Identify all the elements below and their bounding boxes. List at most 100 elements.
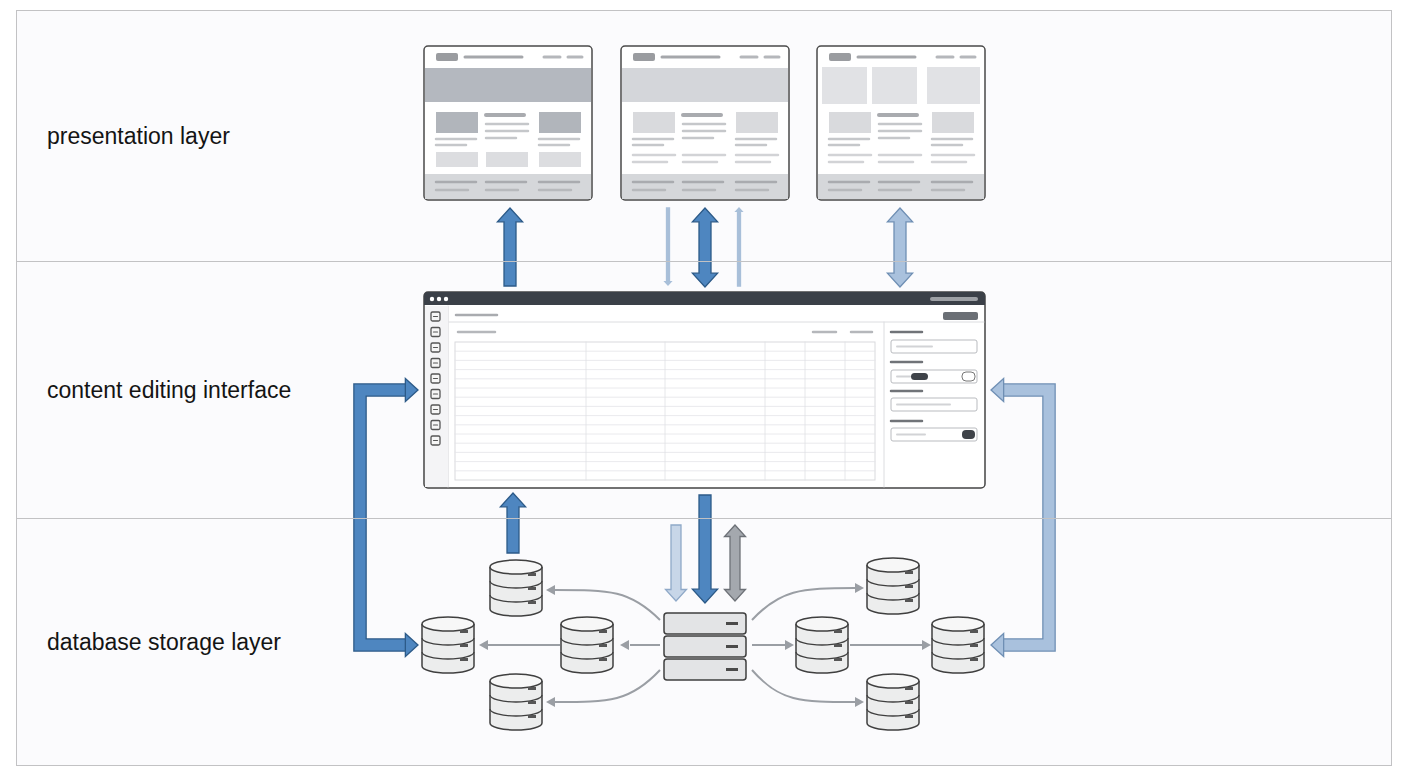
stroke [891, 390, 922, 393]
stroke [683, 154, 725, 157]
cylinder-top [490, 560, 542, 574]
arrow-head [405, 378, 418, 401]
block [424, 46, 592, 200]
replication-line [752, 670, 855, 702]
flow-arrow [500, 493, 525, 553]
stroke [683, 113, 721, 117]
stroke [879, 189, 911, 192]
block [455, 342, 875, 480]
stroke [683, 123, 725, 126]
stroke [436, 189, 468, 192]
cylinder-band [561, 638, 613, 645]
stroke [586, 342, 587, 480]
block [528, 701, 536, 704]
stroke [805, 342, 806, 480]
stroke [879, 137, 909, 140]
stroke [633, 144, 663, 147]
stroke [879, 123, 921, 126]
flow-arrow [725, 525, 746, 601]
stroke [851, 331, 872, 334]
stroke [434, 362, 438, 363]
stroke [879, 154, 921, 157]
flow-arrow [665, 208, 671, 285]
stroke [932, 144, 962, 147]
block [834, 630, 842, 633]
stroke [633, 181, 673, 184]
replication-line [555, 590, 660, 620]
stroke [829, 189, 861, 192]
stroke [434, 440, 438, 441]
editor-window [424, 292, 985, 488]
stroke [884, 322, 885, 487]
stroke [891, 361, 922, 364]
replication-line [630, 644, 660, 646]
cylinder-top [932, 617, 984, 631]
block [528, 687, 536, 690]
stroke [897, 434, 925, 436]
block [962, 372, 975, 381]
layer-label: presentation layer [47, 123, 230, 150]
stroke [434, 331, 438, 332]
stroke [765, 56, 779, 59]
stroke [434, 378, 438, 379]
block [970, 658, 978, 661]
stroke [665, 342, 666, 480]
window-dot [430, 297, 434, 301]
window-dot [444, 297, 448, 301]
block [736, 112, 778, 133]
cylinder-band [867, 593, 919, 600]
stroke [456, 314, 497, 317]
layer-band: database storage layer [16, 518, 1392, 766]
block [905, 701, 913, 704]
stroke [879, 130, 921, 133]
cylinder-band [561, 652, 613, 659]
block [829, 53, 851, 61]
database-cylinder [867, 674, 919, 730]
block [818, 174, 984, 199]
stroke [736, 161, 770, 164]
block [633, 53, 655, 61]
stroke [436, 138, 476, 141]
stroke [858, 56, 915, 59]
cylinder-band [867, 695, 919, 702]
stroke [813, 331, 836, 334]
stroke [568, 56, 582, 59]
stroke [436, 181, 476, 184]
webpage-mockup [817, 46, 985, 200]
block [528, 587, 536, 590]
block [528, 573, 536, 576]
stroke [932, 189, 964, 192]
stroke [465, 56, 522, 59]
flow-arrow [692, 208, 717, 287]
stroke [879, 161, 913, 164]
stroke [932, 161, 966, 164]
block [891, 340, 977, 353]
database-cylinder [490, 674, 542, 730]
replication-head [855, 697, 864, 707]
block [834, 658, 842, 661]
cylinder-top [867, 558, 919, 572]
layer-band: content editing interface [16, 261, 1392, 519]
cylinder-band [867, 709, 919, 716]
block [599, 658, 607, 661]
webpage-mockup [424, 46, 592, 200]
stroke [449, 322, 984, 323]
stroke [458, 331, 495, 334]
stroke [486, 181, 526, 184]
stroke [539, 138, 579, 141]
window-dot [437, 297, 441, 301]
block [872, 67, 917, 104]
stroke [891, 331, 922, 334]
block [436, 53, 458, 61]
cylinder-top [867, 674, 919, 688]
cylinder-top [422, 617, 474, 631]
cylinder-band [422, 638, 474, 645]
cylinder-band [932, 638, 984, 645]
block [431, 436, 440, 445]
layer-band: presentation layer [16, 10, 1392, 262]
block [891, 398, 977, 411]
cylinder-band [796, 652, 848, 659]
block [528, 601, 536, 604]
stroke [897, 404, 950, 406]
replication-line [850, 644, 922, 646]
